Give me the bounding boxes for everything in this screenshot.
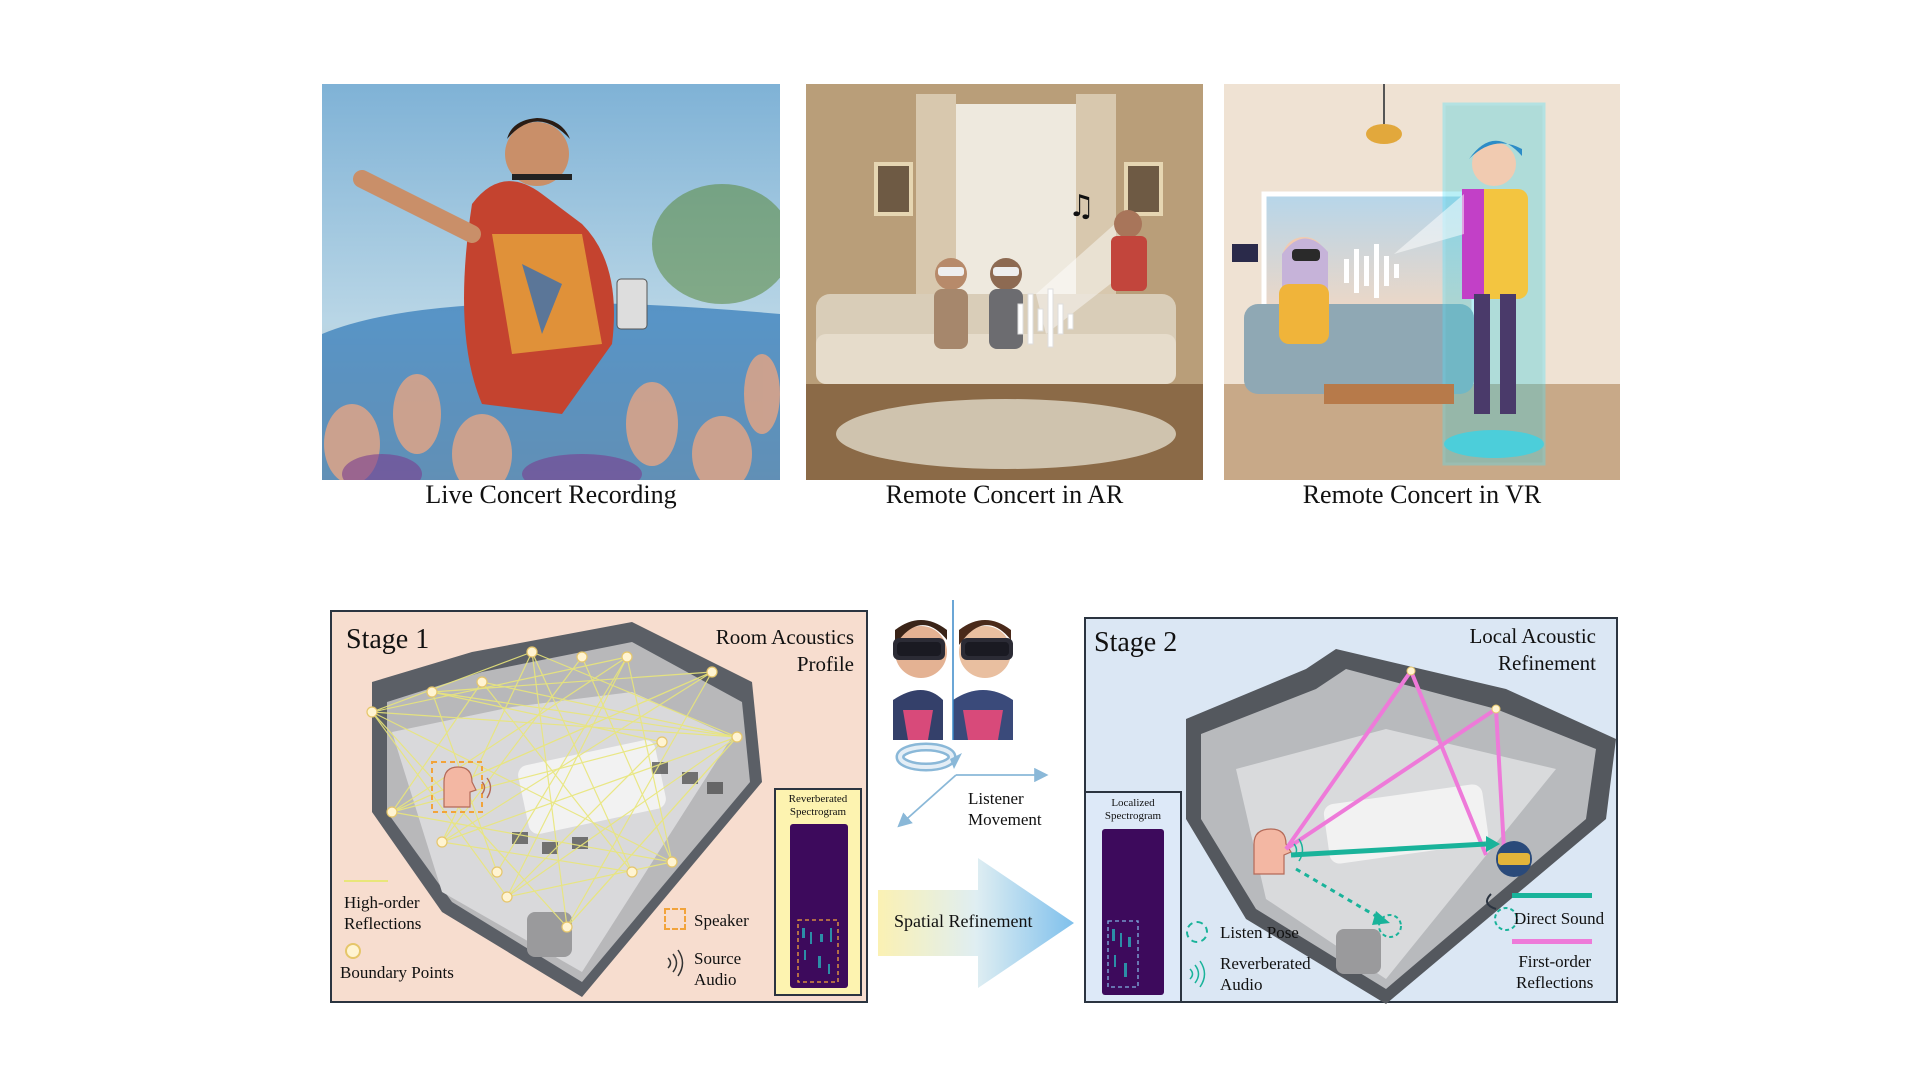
listener-movement-line1: Listener [968,789,1024,808]
stage1-panel-title-line2: Profile [796,652,854,676]
reverberated-spec-title-line1: Reverberated [788,793,848,805]
photo-remote-ar: ♫ [806,84,1203,480]
stage1-panel: Stage 1 Room Acoustics Profile High-orde… [330,610,868,1003]
photo-remote-vr [1224,84,1620,480]
reverberated-audio-icon [1189,960,1206,988]
legend-high-order-reflections: High-order Reflections [344,892,421,934]
legend-reverb-line2: Audio [1220,975,1263,994]
spatial-refinement-arrow [878,858,1074,988]
stage1-panel-title: Room Acoustics Profile [716,624,854,678]
legend-first-order-reflections: First-order Reflections [1516,951,1593,993]
localized-spec-title-line1: Localized [1111,797,1155,809]
vr-users-illustration [893,600,1013,740]
legend-listen-pose: Listen Pose [1220,923,1299,942]
localized-spec-title-line2: Spectrogram [1104,810,1162,822]
stage2-title: Stage 2 [1094,627,1178,658]
stage1-title: Stage 1 [346,624,430,655]
stage2-panel-title: Local Acoustic Refinement [1469,623,1596,677]
boundary-points [366,646,743,933]
stage1-panel-title-line1: Room Acoustics [715,625,854,649]
localized-spectrogram-title: Localized Spectrogram [1086,797,1180,823]
reverberated-spectrogram-title: Reverberated Spectrogram [776,793,860,819]
source-audio-icon [667,949,684,977]
stage1-room-illustration [366,622,762,997]
legend-high-order-line2: Reflections [344,914,422,933]
legend-direct-sound: Direct Sound [1514,909,1605,928]
reverberated-spec-title-line2: Spectrogram [789,806,847,818]
caption-remote-ar: Remote Concert in AR [885,480,1124,509]
legend-reflection-line [344,880,388,882]
caption-remote-vr: Remote Concert in VR [1302,480,1542,509]
listener-movement-line2: Movement [968,810,1042,829]
localized-spectrogram-image [1102,829,1164,995]
direct-sound-path [1290,841,1487,858]
legend-source-audio: Source Audio [694,948,741,990]
stage2-panel-title-line2: Refinement [1498,651,1596,675]
legend-high-order-line1: High-order [344,893,420,912]
legend-boundary-points: Boundary Points [340,963,454,982]
reverberated-spectrogram: Reverberated Spectrogram [774,788,862,996]
legend-boundary-point-icon [345,943,361,959]
legend-first-order-line [1512,939,1592,944]
stage2-room-illustration [1186,649,1616,1004]
reverberated-spectrogram-image [790,824,848,988]
legend-direct-sound-line [1512,893,1592,898]
legend-reverberated-audio: Reverberated Audio [1220,953,1311,995]
listener-movement-arrows [895,742,1049,828]
spatial-refinement-label: Spatial Refinement [894,911,1033,931]
svg-text:♫: ♫ [1068,189,1095,224]
legend-source-line1: Source [694,949,742,968]
legend-listen-pose-icon [1186,921,1208,943]
high-order-reflection-lines [371,651,738,928]
legend-reverb-line1: Reverberated [1220,954,1311,973]
listener-movement-label: Listener Movement [968,788,1042,830]
legend-first-order-line1: First-order [1518,952,1592,971]
legend-speaker: Speaker [694,911,749,930]
stage2-panel-title-line1: Local Acoustic [1469,624,1596,648]
localized-spectrogram: Localized Spectrogram [1084,791,1182,1003]
legend-first-order-line2: Reflections [1516,973,1594,992]
caption-live-concert: Live Concert Recording [425,480,677,509]
stage2-panel: Stage 2 Local Acoustic Refinement Locali… [1084,617,1618,1004]
photo-live-concert [322,84,780,480]
legend-source-line2: Audio [694,970,737,989]
legend-speaker-icon [664,908,686,930]
